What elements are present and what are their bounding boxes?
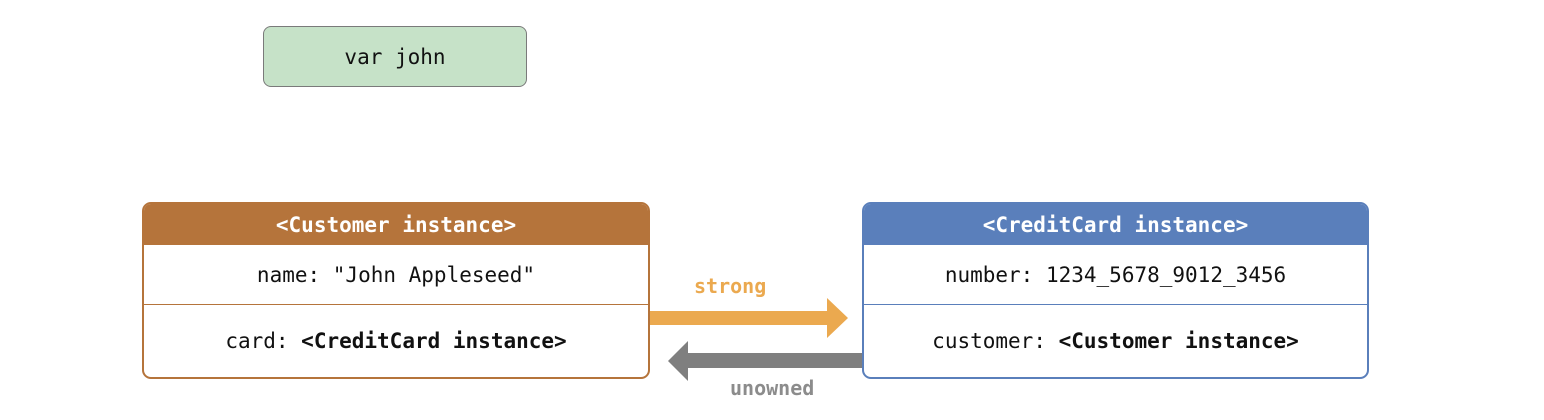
customer-instance-title: <Customer instance>: [144, 204, 648, 245]
customer-name-property: name: "John Appleseed": [144, 245, 648, 305]
strong-reference-arrow: [650, 298, 848, 338]
unowned-reference-label: unowned: [730, 376, 815, 400]
customer-instance-box: <Customer instance> name: "John Applesee…: [142, 202, 650, 379]
creditcard-customer-property: customer: <Customer instance>: [864, 305, 1367, 376]
strong-reference-label: strong: [694, 274, 767, 298]
customer-card-property: card: <CreditCard instance>: [144, 305, 648, 376]
customer-name-value: "John Appleseed": [332, 262, 536, 287]
unowned-reference-arrow: [668, 341, 862, 381]
variable-john-label: var john: [344, 44, 446, 69]
variable-john-box: var john: [263, 26, 527, 87]
customer-card-key: card:: [225, 328, 302, 353]
creditcard-customer-key: customer:: [932, 328, 1059, 353]
creditcard-customer-value: <Customer instance>: [1058, 328, 1299, 353]
creditcard-number-property: number: 1234_5678_9012_3456: [864, 245, 1367, 305]
creditcard-instance-title: <CreditCard instance>: [864, 204, 1367, 245]
customer-card-value: <CreditCard instance>: [301, 328, 567, 353]
customer-name-key: name:: [256, 262, 333, 287]
creditcard-instance-box: <CreditCard instance> number: 1234_5678_…: [862, 202, 1369, 379]
creditcard-number-value: 1234_5678_9012_3456: [1045, 262, 1287, 287]
creditcard-number-key: number:: [944, 262, 1046, 287]
